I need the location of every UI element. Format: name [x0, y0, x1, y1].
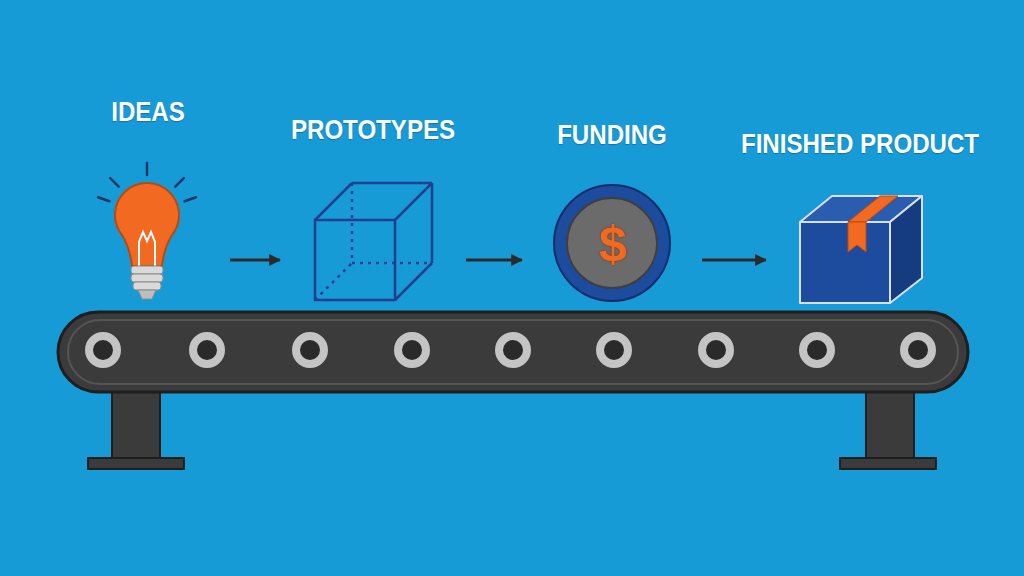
prototype-cube: [315, 183, 432, 300]
flow-arrow: [230, 259, 280, 262]
currency-sign: $: [599, 216, 627, 272]
stage-label: PROTOTYPES: [291, 114, 455, 146]
stage-node: PROTOTYPES: [310, 178, 436, 306]
flow-arrow: [702, 259, 766, 262]
stage-label: FUNDING: [557, 119, 667, 151]
stage-node: IDEAS: [96, 160, 200, 305]
stage-label: FINISHED PRODUCT: [741, 128, 979, 160]
conveyor-belt: [58, 312, 968, 392]
funding-coin: [554, 185, 670, 301]
stage-label: IDEAS: [111, 96, 185, 128]
flow-arrow: [466, 259, 522, 262]
stage-node: FINISHED PRODUCT: [796, 192, 924, 306]
light-bulb: [98, 163, 196, 299]
product-box: [800, 196, 922, 303]
conveyor-legs: [88, 388, 936, 469]
